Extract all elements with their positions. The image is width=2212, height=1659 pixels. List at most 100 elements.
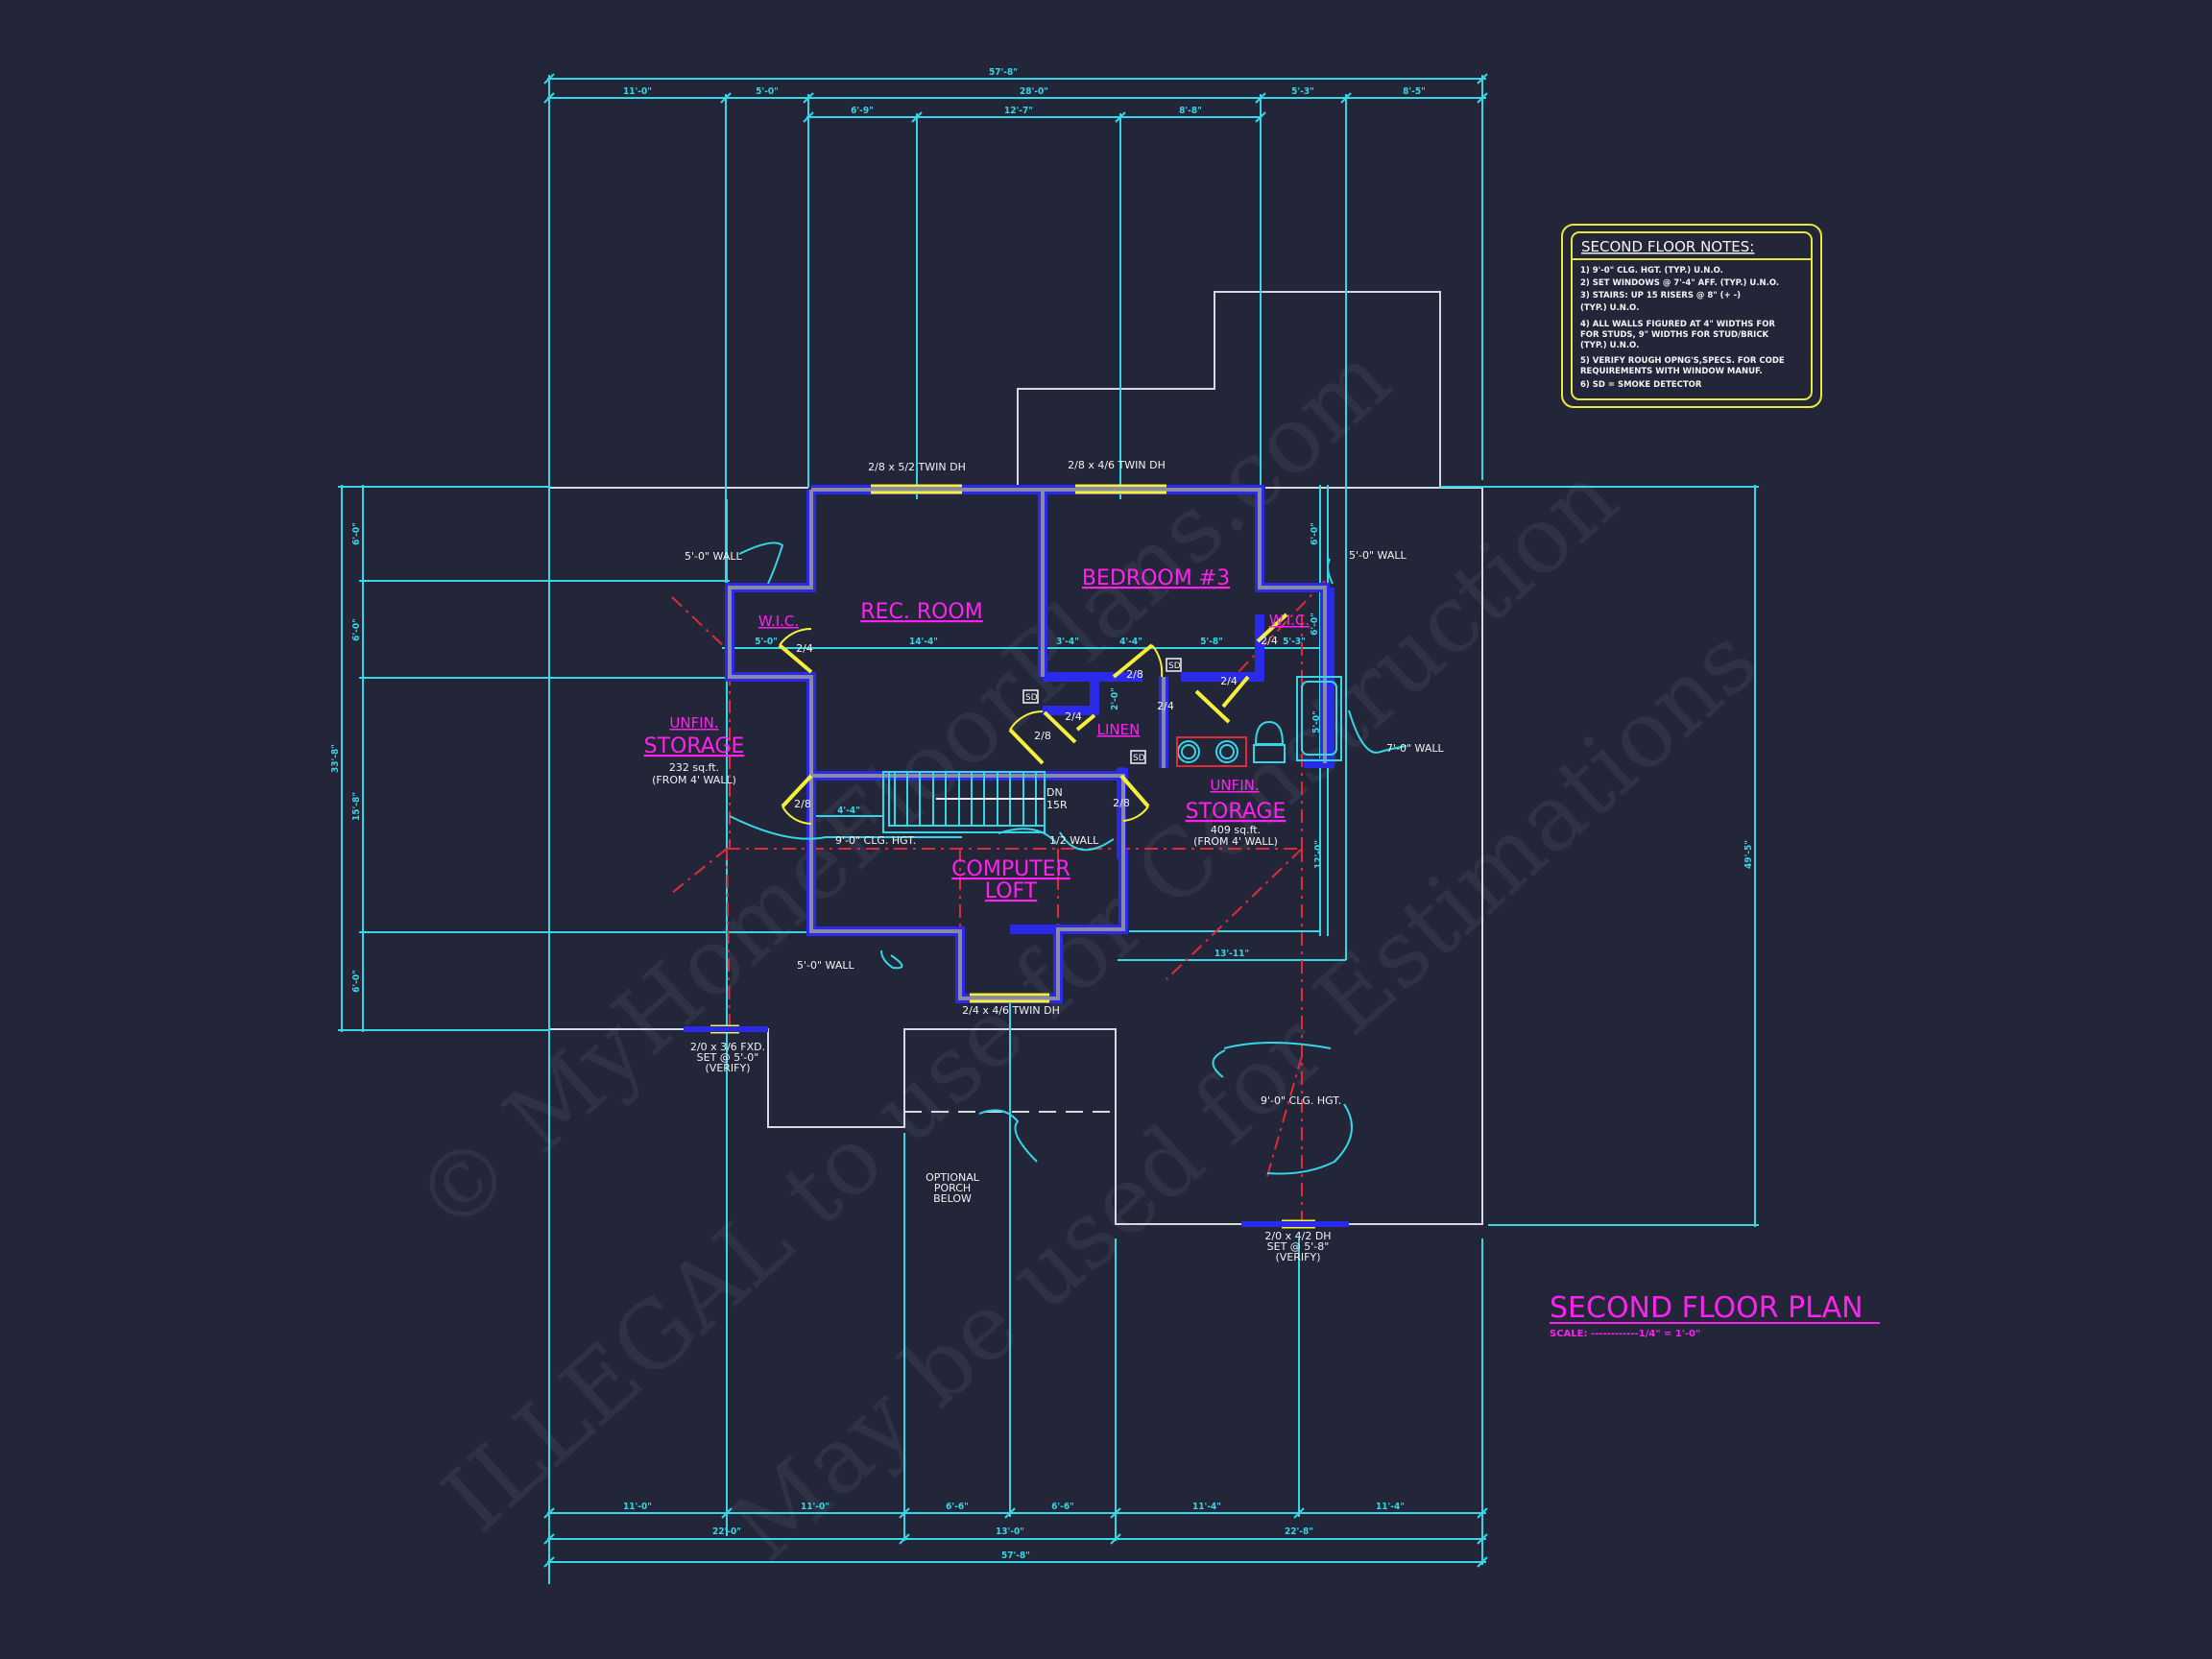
note-5b: REQUIREMENTS WITH WINDOW MANUF. — [1580, 367, 1763, 376]
door-storage-left: 2/8 — [794, 798, 811, 810]
dim-left-1: 6'-0" — [351, 522, 362, 545]
leader-lines — [729, 541, 1407, 1175]
annotations: 5'-0" WALL 5'-0" WALL 7'-0" WALL 5'-0" W… — [685, 549, 1444, 1205]
bath-fixtures — [1176, 676, 1342, 767]
dim-top-row3-1: 6'-9" — [851, 106, 874, 116]
storage-left-note: (FROM 4' WALL) — [652, 774, 736, 786]
note-2: 2) SET WINDOWS @ 7'-4" AFF. (TYP.) U.N.O… — [1580, 278, 1779, 288]
note-4b: FOR STUDS, 9" WIDTHS FOR STUD/BRICK — [1580, 330, 1769, 340]
dim-right-wing: 6'-0" — [1310, 522, 1320, 545]
dim-hall-b: 4'-4" — [1119, 637, 1142, 647]
room-storage-right-1: UNFIN. — [1210, 777, 1259, 794]
room-wic-left: W.I.C. — [758, 613, 799, 630]
room-computer-loft-2: LOFT — [985, 879, 1038, 903]
window-labels: 2/8 x 5/2 TWIN DH 2/8 x 4/6 TWIN DH 2/4 … — [690, 459, 1332, 1263]
window-dh-2: SET @ 5'-8" — [1267, 1240, 1330, 1253]
storage-right-note: (FROM 4' WALL) — [1193, 835, 1278, 848]
dim-linen: 2'-0" — [1110, 687, 1120, 710]
dimension-lines — [338, 75, 1759, 1584]
annotation-wall-left: 5'-0" WALL — [685, 550, 742, 563]
dim-wic-left: 5'-0" — [755, 637, 778, 647]
room-storage-left-2: STORAGE — [644, 734, 745, 758]
window-fixed-1: 2/0 x 3/6 FXD. — [690, 1041, 765, 1053]
dim-bottom-row2-1: 22'-0" — [712, 1527, 741, 1537]
note-4c: (TYP.) U.N.O. — [1580, 341, 1639, 350]
window-frames-blue — [684, 1026, 1349, 1227]
second-floor-notes: SECOND FLOOR NOTES: 1) 9'-0" CLG. HGT. (… — [1561, 224, 1822, 408]
dim-storage-right-w: 13'-11" — [1214, 949, 1249, 959]
door-wic-right: 2/4 — [1261, 635, 1278, 647]
window-rec-room: 2/8 x 5/2 TWIN DH — [868, 461, 966, 473]
dim-bath: 5'-8" — [1200, 637, 1223, 647]
room-labels: REC. ROOM BEDROOM #3 W.I.C. W.I.C. LINEN… — [644, 566, 1310, 903]
annotation-clg-left: 9'-0" CLG. HGT. — [835, 834, 916, 847]
door-bedroom: 2/8 — [1126, 668, 1143, 681]
window-fixed-3: (VERIFY) — [706, 1062, 751, 1074]
dim-bottom-2: 11'-0" — [801, 1502, 830, 1512]
note-5: 5) VERIFY ROUGH OPNG'S,SPECS. FOR CODE — [1580, 356, 1785, 366]
dimension-ticks — [543, 73, 1488, 1568]
dim-top-2: 5'-0" — [756, 86, 779, 97]
annotation-wall-bottom: 5'-0" WALL — [797, 959, 854, 972]
dim-left-2: 6'-0" — [351, 618, 362, 641]
note-3: 3) STAIRS: UP 15 RISERS @ 8" (+ -) — [1580, 291, 1741, 301]
dim-bottom-3: 6'-6" — [946, 1502, 969, 1512]
dim-stair-gap: 4'-4" — [837, 805, 860, 816]
dim-top-5: 8'-5" — [1403, 86, 1426, 97]
dim-wic-right: 5'-3" — [1283, 637, 1306, 647]
dim-bottom-4: 6'-6" — [1051, 1502, 1074, 1512]
dim-wic-right-h: 6'-0" — [1310, 613, 1320, 636]
window-dh-1: 2/0 x 4/2 DH — [1264, 1230, 1331, 1242]
dim-left-3: 15'-8" — [351, 792, 362, 821]
room-linen: LINEN — [1097, 721, 1141, 738]
door-storage-right: 2/8 — [1113, 797, 1130, 809]
porch-note-2: PORCH — [934, 1182, 971, 1194]
annotation-clg-right: 9'-0" CLG. HGT. — [1261, 1094, 1341, 1107]
porch-note-3: BELOW — [933, 1192, 972, 1205]
dim-top-overall: 57'-8" — [989, 67, 1018, 78]
window-loft: 2/4 x 4/6 TWIN DH — [962, 1004, 1060, 1017]
storage-left-area: 232 sq.ft. — [669, 761, 719, 774]
stairs-risers: 15R — [1046, 799, 1068, 811]
dim-left-overall: 33'-8" — [330, 744, 341, 773]
walls — [725, 485, 1334, 1003]
door-labels: 2/4 2/8 2/4 2/4 2/4 2/4 2/8 2/8 2/8 — [794, 635, 1278, 810]
plan-title: SECOND FLOOR PLAN — [1550, 1291, 1863, 1325]
room-storage-left-1: UNFIN. — [669, 714, 718, 732]
dim-top-row3-3: 8'-8" — [1179, 106, 1202, 116]
dim-bottom-row2-2: 13'-0" — [996, 1527, 1024, 1537]
dim-hall-a: 3'-4" — [1056, 637, 1079, 647]
note-4: 4) ALL WALLS FIGURED AT 4" WIDTHS FOR — [1580, 320, 1775, 329]
dim-bottom-overall: 57'-8" — [1001, 1551, 1030, 1561]
door-rec: 2/8 — [1034, 730, 1051, 742]
note-3b: (TYP.) U.N.O. — [1580, 303, 1639, 313]
door-linen: 2/4 — [1065, 710, 1082, 723]
note-1: 1) 9'-0" CLG. HGT. (TYP.) U.N.O. — [1580, 266, 1723, 276]
window-fixed-2: SET @ 5'-0" — [697, 1051, 759, 1064]
dim-top-3: 28'-0" — [1020, 86, 1048, 97]
smoke-detector-label: SD — [1133, 754, 1145, 763]
porch-note-1: OPTIONAL — [926, 1171, 980, 1184]
room-rec-room: REC. ROOM — [860, 600, 982, 624]
note-6: 6) SD = SMOKE DETECTOR — [1580, 380, 1702, 390]
dim-bottom-6: 11'-4" — [1376, 1502, 1405, 1512]
door-wic-left: 2/4 — [796, 642, 813, 655]
dim-top-row3-2: 12'-7" — [1004, 106, 1033, 116]
smoke-detector-label: SD — [1025, 693, 1038, 703]
dim-bottom-1: 11'-0" — [623, 1502, 652, 1512]
smoke-detector-label: SD — [1168, 661, 1181, 671]
door-bath-1: 2/4 — [1157, 700, 1174, 712]
dim-bottom-5: 11'-4" — [1192, 1502, 1221, 1512]
stairs — [882, 771, 1046, 833]
room-wic-right: W.I.C. — [1269, 612, 1310, 629]
smoke-detectors: SD SD SD — [1022, 658, 1182, 764]
dim-rec-room: 14'-4" — [909, 637, 938, 647]
room-computer-loft: COMPUTER — [951, 857, 1070, 881]
room-bedroom-3: BEDROOM #3 — [1082, 566, 1230, 590]
plan-scale: SCALE: ------------1/4" = 1'-0" — [1550, 1329, 1700, 1339]
plan-title-block: SECOND FLOOR PLAN SCALE: ------------1/4… — [1550, 1291, 1880, 1339]
dim-left-4: 6'-0" — [351, 970, 362, 993]
door-bath-2: 2/4 — [1220, 675, 1238, 687]
window-bedroom-3: 2/8 x 4/6 TWIN DH — [1068, 459, 1166, 471]
dim-top-1: 11'-0" — [623, 86, 652, 97]
